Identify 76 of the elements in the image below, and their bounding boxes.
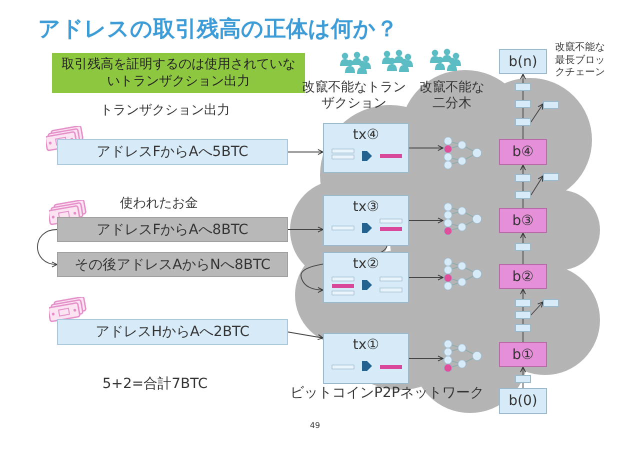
block-box	[499, 388, 547, 414]
output-text: その後アドレスAからNへ8BTC	[73, 256, 272, 274]
arrow	[530, 176, 544, 196]
spent-output-box	[57, 252, 288, 277]
output-box	[57, 139, 288, 165]
connector-line	[522, 382, 524, 388]
connector-line	[522, 306, 524, 312]
note-text: 取引残高を証明するのは使用されていないトランザクション出力	[60, 56, 296, 90]
arrow	[520, 74, 526, 84]
label-text: 5+2=合計7BTC	[101, 376, 209, 394]
output-text: アドレスFからAへ5BTC	[96, 143, 250, 161]
small-block	[515, 191, 531, 199]
small-block	[543, 173, 559, 181]
label-text: 49	[308, 421, 322, 431]
transaction-box	[323, 252, 409, 303]
transaction-box	[323, 195, 409, 246]
arrow	[530, 104, 544, 122]
block-box	[499, 264, 547, 289]
label-text: 改竄不能な二分木	[418, 80, 486, 112]
arrow	[37, 229, 58, 267]
arrow	[408, 145, 444, 151]
arrow	[530, 302, 544, 316]
small-block	[515, 83, 531, 91]
small-block	[515, 324, 531, 332]
connector-line	[522, 332, 524, 342]
label-text: 改竄不能な最長ブロックチェーン	[554, 42, 606, 80]
connector-line	[522, 90, 524, 100]
arrow	[408, 218, 444, 224]
block-label: b(0)	[508, 393, 538, 409]
small-block	[515, 118, 531, 126]
output-box	[57, 319, 288, 345]
connector-line	[522, 108, 524, 118]
connector-line	[522, 198, 524, 208]
transaction-box	[323, 333, 409, 384]
arrow	[288, 149, 324, 155]
transaction-label: tx③	[352, 199, 380, 215]
small-block	[515, 100, 531, 108]
arrow	[408, 274, 444, 280]
transaction-label: tx④	[352, 127, 380, 143]
transaction-label: tx①	[352, 337, 380, 353]
connector-line	[522, 250, 524, 264]
small-block	[543, 101, 559, 109]
block-box	[499, 49, 547, 74]
output-text: アドレスHからAへ2BTC	[94, 323, 251, 341]
output-text: アドレスFからAへ8BTC	[96, 220, 250, 238]
connector-line	[522, 126, 524, 140]
block-label: b(n)	[508, 54, 538, 70]
title: アドレスの取引残高の正体は何か？	[38, 16, 398, 44]
spent-output-box	[57, 217, 288, 242]
arrow	[520, 366, 526, 376]
arrow	[288, 332, 324, 340]
small-block	[515, 375, 531, 383]
connector-line	[522, 182, 524, 192]
small-block	[515, 311, 531, 319]
block-label: b④	[511, 144, 535, 160]
arrow	[520, 288, 526, 300]
arrow	[520, 164, 526, 174]
small-block	[515, 174, 531, 182]
block-label: b③	[511, 212, 535, 228]
small-block	[543, 299, 559, 307]
arrow	[520, 232, 526, 244]
block-box	[499, 208, 547, 233]
block-box	[499, 139, 547, 165]
label-text: トランザクション出力	[99, 103, 231, 120]
transaction-box	[323, 123, 409, 173]
arrow	[288, 226, 324, 232]
caption-text: 使われたお金	[120, 196, 198, 212]
block-label: b①	[511, 346, 535, 362]
small-block	[515, 243, 531, 251]
arrow	[408, 356, 444, 362]
transaction-label: tx②	[352, 256, 380, 272]
connector-line	[522, 318, 524, 324]
block-label: b②	[511, 268, 535, 284]
block-box	[499, 342, 547, 367]
label-text: ビットコインP2Pネットワーク	[289, 385, 485, 402]
small-block	[515, 299, 531, 307]
